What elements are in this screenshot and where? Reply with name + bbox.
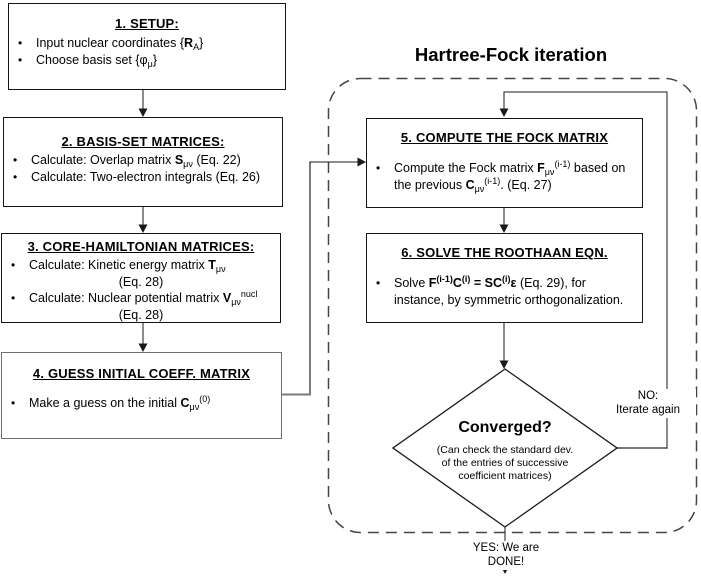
bullet-dot-icon: • xyxy=(13,153,18,167)
bullet-subline: (Eq. 28) xyxy=(118,274,164,289)
bullet-text: Choose basis set {φμ} xyxy=(36,52,158,69)
basis-set-matrices-box: 2. BASIS-SET MATRICES: • Calculate: Overl… xyxy=(3,117,283,207)
bullet-dot-icon: • xyxy=(11,258,16,272)
bullet-text: Calculate: Two-electron integrals (Eq. 2… xyxy=(31,169,261,184)
converged-decision-diamond: Converged? (Can check the standard dev. … xyxy=(392,368,618,528)
bullet-item: • Calculate: Nuclear potential matrix Vμν… xyxy=(2,290,280,307)
setup-box: 1. SETUP: • Input nuclear coordinates {RA… xyxy=(8,3,286,90)
core-hamiltonian-matrices-heading: 3. CORE-HAMILTONIAN MATRICES: xyxy=(27,239,255,254)
arrowhead-down-icon xyxy=(499,360,509,369)
bullet-item: • Input nuclear coordinates {RA} xyxy=(9,35,285,52)
converged-question: Converged? xyxy=(458,419,552,436)
bullet-dot-icon: • xyxy=(11,396,16,410)
core-hamiltonian-matrices-bullets: •Calculate: Kinetic energy matrix Tμν(Eq… xyxy=(2,257,280,323)
hartree-fock-iteration-title: Hartree-Fock iteration xyxy=(414,44,608,65)
guess-initial-coeff-matrix-box: 4. GUESS INITIAL COEFF. MATRIX • Make a g… xyxy=(1,352,282,439)
converged-decision-text: Converged? (Can check the standard dev. … xyxy=(392,368,618,528)
bullet-dot-icon: • xyxy=(18,36,23,50)
bullet-subline: (Eq. 28) xyxy=(118,307,164,322)
compute-fock-matrix-box: 5. COMPUTE THE FOCK MATRIX • Compute the … xyxy=(366,118,643,208)
bullet-dot-icon: • xyxy=(18,52,23,67)
no-iterate-again-label: NO: Iterate again xyxy=(600,389,696,418)
arrowhead-down-icon xyxy=(499,224,509,233)
converged-note: (Can check the standard dev. of the entr… xyxy=(436,444,574,482)
bullet-text: Make a guess on the initial Cμν(0) xyxy=(29,394,211,412)
arrowhead-right-icon xyxy=(357,157,366,167)
bullet-item: • Compute the Fock matrix Fμν(i-1) based … xyxy=(367,159,642,194)
setup-box-heading: 1. SETUP: xyxy=(115,16,179,31)
yes-done-label: YES: We are DONE! xyxy=(452,541,560,570)
guess-initial-coeff-matrix-heading: 4. GUESS INITIAL COEFF. MATRIX xyxy=(32,366,251,381)
basis-set-matrices-heading: 2. BASIS-SET MATRICES: xyxy=(61,134,225,149)
bullet-dot-icon: • xyxy=(11,291,16,305)
diamond-shape xyxy=(392,368,618,528)
bullet-text: Compute the Fock matrix Fμν(i-1) based o… xyxy=(394,159,626,194)
no-feedback-line xyxy=(503,91,668,449)
setup-box-bullets: • Input nuclear coordinates {RA} • Choose b… xyxy=(9,35,285,68)
bullet-dot-icon: • xyxy=(376,161,381,175)
bullet-dot-icon: • xyxy=(13,169,18,184)
bullet-text: Calculate: Kinetic energy matrix Tμν xyxy=(29,258,226,274)
core-hamiltonian-matrices-box: 3. CORE-HAMILTONIAN MATRICES: • Calculate… xyxy=(1,233,281,323)
arrow-guess-to-fock-elbow xyxy=(282,162,311,396)
bullet-text: Input nuclear coordinates {RA} xyxy=(36,36,204,52)
bullet-item: • Calculate: Kinetic energy matrix Tμν xyxy=(2,257,280,274)
bullet-dot-icon: • xyxy=(376,276,381,290)
bullet-item: • Solve F(i-1)C(i) = SC(i)ε (Eq. 29), for… xyxy=(367,275,642,308)
compute-fock-matrix-heading: 5. COMPUTE THE FOCK MATRIX xyxy=(400,130,609,145)
bullet-text: Solve F(i-1)C(i) = SC(i)ε (Eq. 29), for … xyxy=(394,274,624,307)
solve-roothaan-eqn-heading: 6. SOLVE THE ROOTHAAN EQN. xyxy=(401,245,608,260)
bullet-item: • Calculate: Two-electron integrals (Eq. … xyxy=(4,169,282,186)
compute-fock-matrix-bullets: • Compute the Fock matrix Fμν(i-1) based … xyxy=(367,159,642,194)
solve-roothaan-eqn-bullets: • Solve F(i-1)C(i) = SC(i)ε (Eq. 29), for… xyxy=(367,275,642,308)
bullet-text: Calculate: Nuclear potential matrix Vμνn… xyxy=(29,289,258,307)
bullet-text: Calculate: Overlap matrix Sμν (Eq. 22) xyxy=(31,153,241,169)
solve-roothaan-eqn-box: 6. SOLVE THE ROOTHAAN EQN. • Solve F(i-1)… xyxy=(366,233,643,323)
guess-initial-coeff-matrix-bullets: • Make a guess on the initial Cμν(0) xyxy=(2,395,281,412)
bullet-item: • Choose basis set {φμ} xyxy=(9,52,285,69)
bullet-item: • Calculate: Overlap matrix Sμν (Eq. 22) xyxy=(4,152,282,169)
arrowhead-down-icon xyxy=(138,343,148,352)
basis-set-matrices-bullets: •Calculate: Overlap matrix Sμν (Eq. 22)•… xyxy=(4,152,282,185)
arrowhead-down-icon xyxy=(138,108,148,117)
bullet-item: • Make a guess on the initial Cμν(0) xyxy=(2,395,281,412)
hartree-fock-region-border xyxy=(327,77,698,534)
arrowhead-down-icon xyxy=(499,108,509,117)
arrowhead-down-icon xyxy=(138,224,148,233)
